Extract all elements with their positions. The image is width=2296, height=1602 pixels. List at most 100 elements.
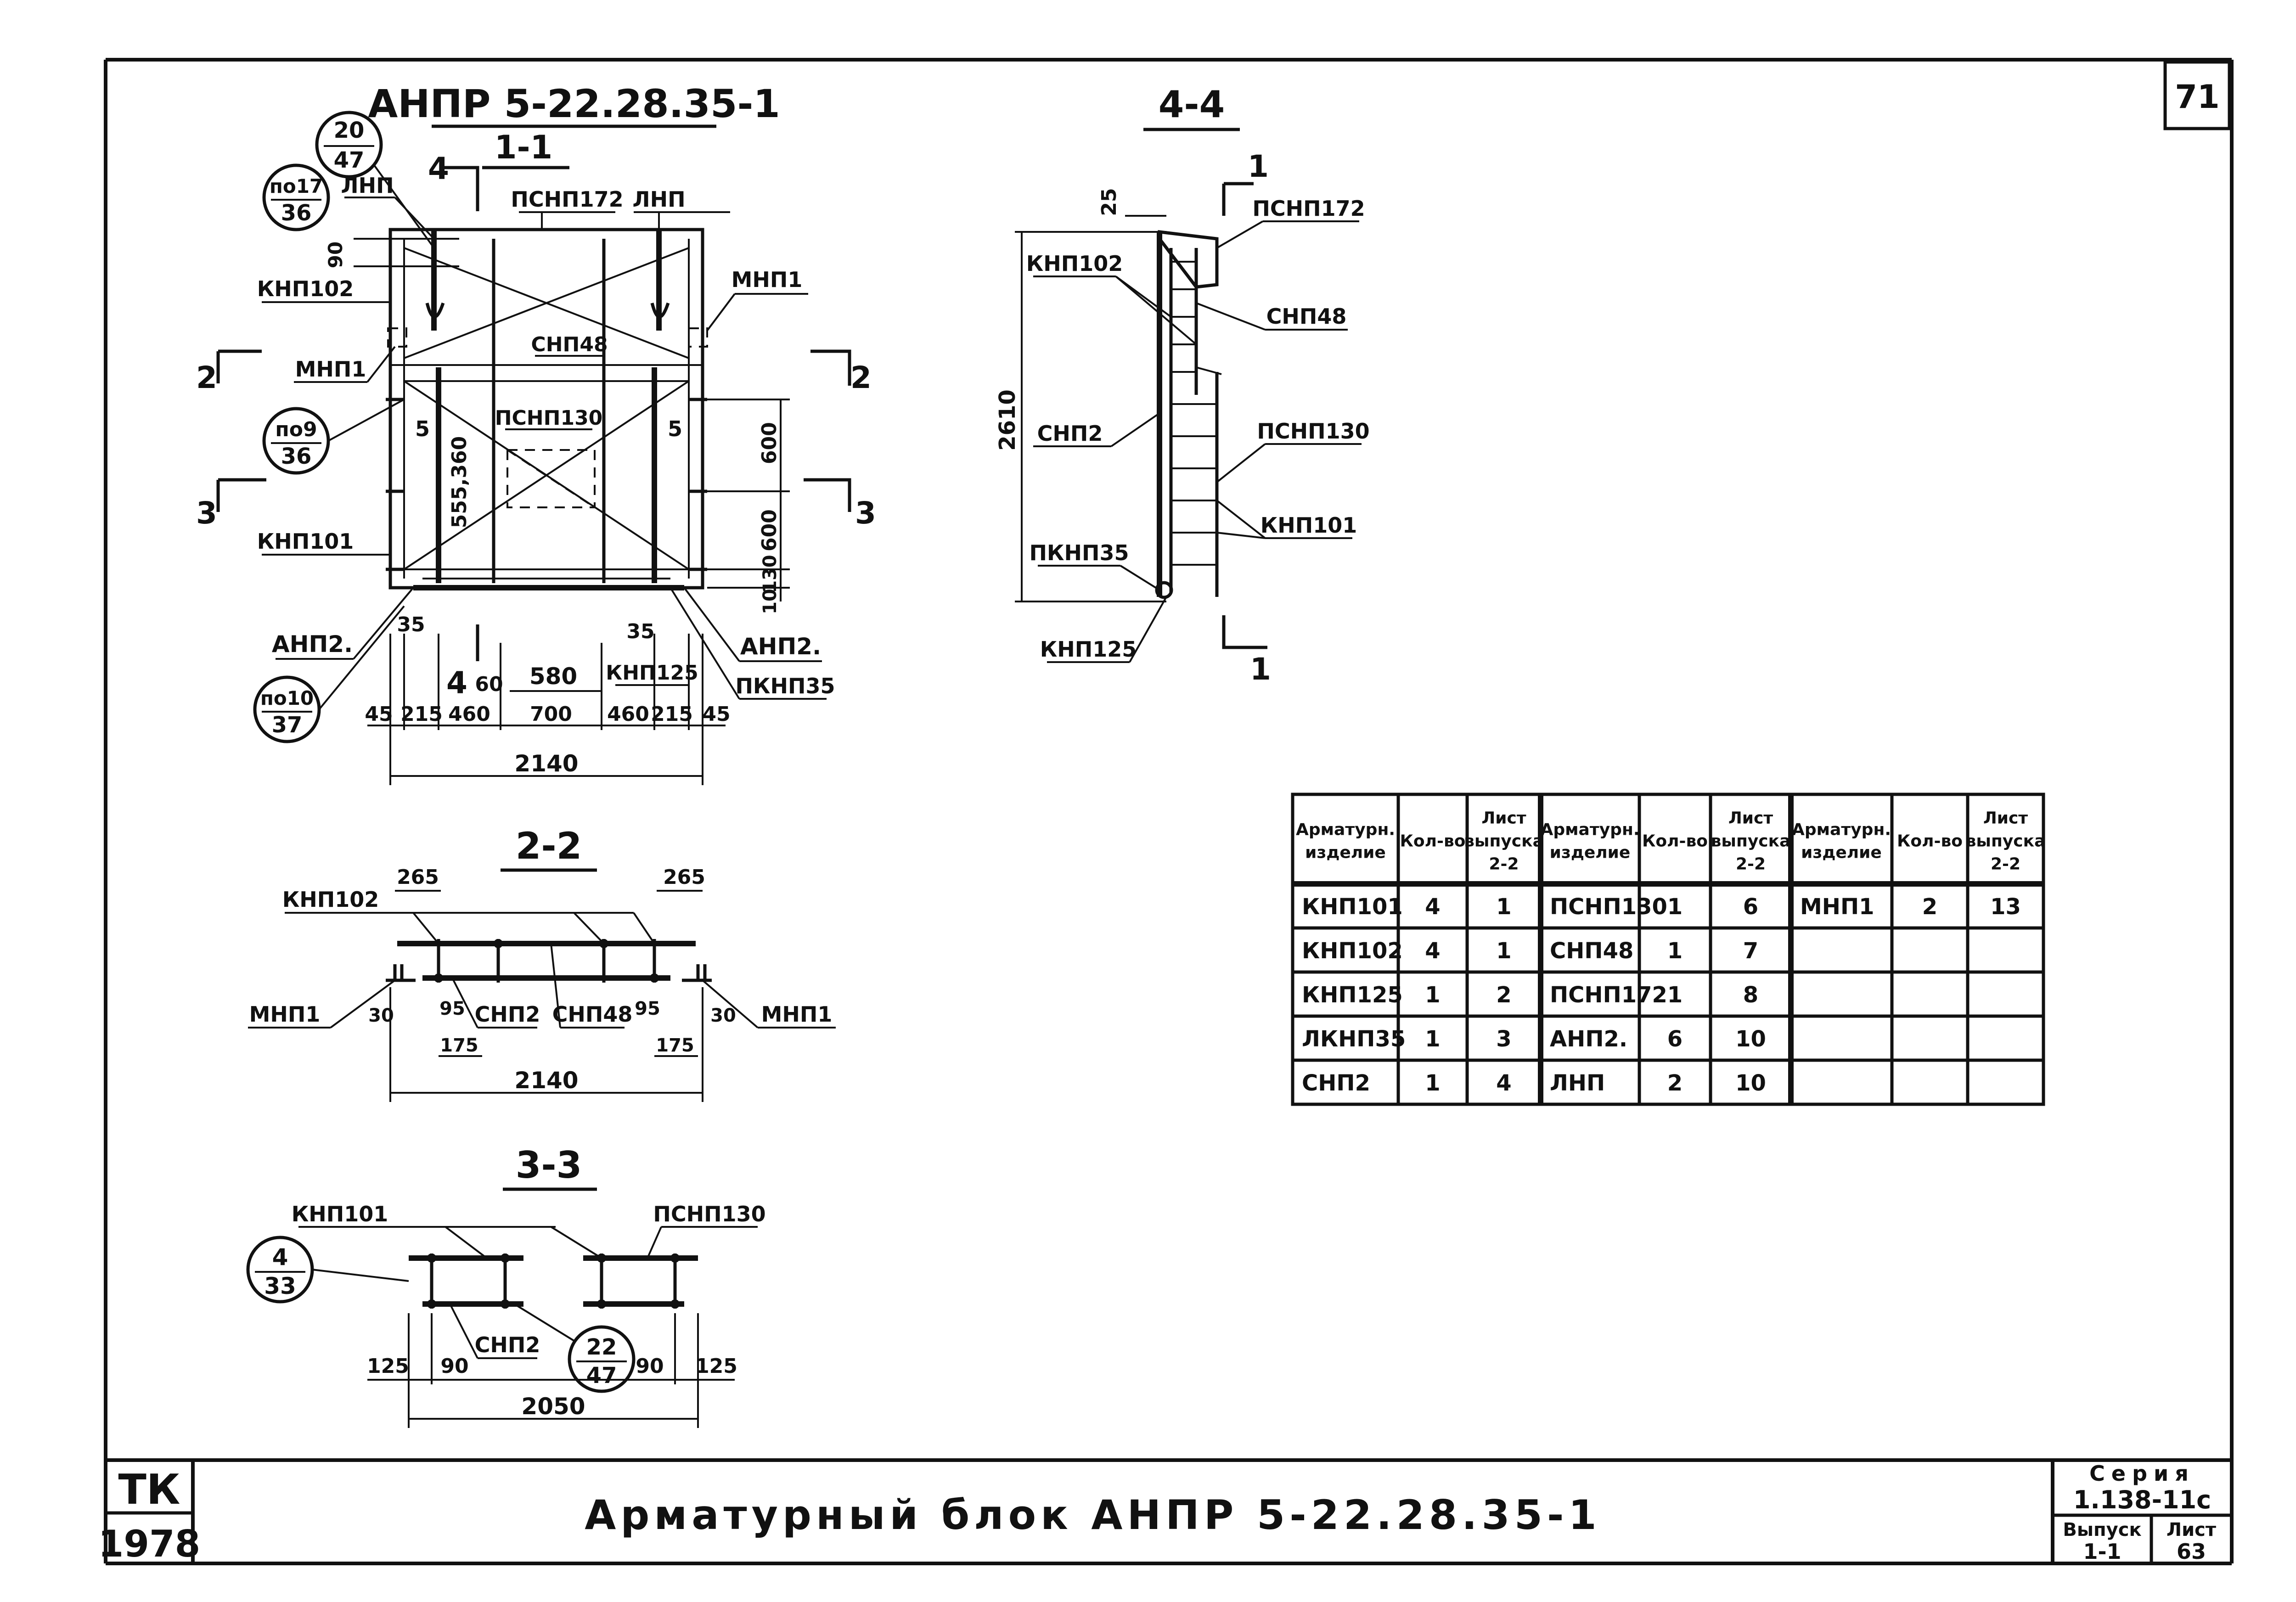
section-2-2-title: 2-2 [516,825,582,867]
table-cell: КНП102 [1302,938,1403,964]
year: 1978 [98,1523,201,1565]
dim-460-left: 460 [448,703,490,726]
label-mnp1-right-11: МНП1 [732,267,803,292]
series-value: 1.138-11с [2073,1485,2211,1514]
dim-60: 60 [475,673,503,696]
label-knp101-33: КНП101 [292,1202,388,1226]
sheet-label: Лист [2167,1519,2217,1540]
dim-2140-22: 2140 [514,1067,578,1094]
table-cell: 1 [1667,938,1683,964]
table-cell: 1 [1425,1026,1440,1052]
label-snp2-22: СНП2 [475,1002,540,1027]
callout-20-47: 20 47 [315,111,435,249]
callout-4-33: 4 33 [246,1236,409,1304]
table-header-cell: Кол-во [1642,832,1708,851]
table-header-cell: Лист [1728,809,1773,828]
svg-text:22: 22 [586,1334,617,1360]
cut-4-top: 4 [428,151,449,186]
label-anp2-right: АНП2. [740,633,821,660]
table-header-cell: Кол-во [1400,832,1466,851]
section-1-1-title: 1-1 [495,129,552,166]
svg-text:по10: по10 [260,687,314,709]
dim-10: 10 [760,589,781,614]
view-1-1: АНПР 5-22.28.35-1 1-1 [196,81,876,785]
view-2-2: 2-2 КНП102 МНП1 МНП1 СНП2 СНП48 [248,825,836,1102]
label-snp2-33: СНП2 [475,1332,540,1357]
cut-2-left: 2 [196,360,217,395]
table-cell: 1 [1425,982,1440,1008]
specification-table: Арматурн. изделие Кол-во Лист выпуска 2-2 Арма… [1291,793,2045,1106]
view-3-3: 3-3 КНП101 ПСНП130 СНП2 [246,1144,766,1428]
table-cell: ЛКНП35 [1302,1026,1406,1052]
table-cell: 2 [1496,982,1511,1008]
callout-po17-36: по17 36 [262,163,330,231]
table-cell: 2 [1922,894,1937,920]
table-header-cell: изделие [1550,843,1631,862]
sheet-value: 63 [2177,1539,2206,1564]
dim-700: 700 [530,703,572,726]
dim-265-left: 265 [397,866,439,889]
table-cell: 2 [1667,1070,1683,1096]
callout-po9-36: по9 36 [262,399,405,475]
table-header-cell: Лист [1481,809,1526,828]
label-knp102-11: КНП102 [257,276,354,301]
table-header-cell: изделие [1305,843,1386,862]
dim-5-left: 5 [415,416,430,441]
dim-2140-11: 2140 [514,750,578,777]
callout-22-47: 22 47 [513,1303,636,1393]
dim-95-right: 95 [635,998,660,1019]
table-cell: 1 [1496,894,1511,920]
svg-text:47: 47 [586,1363,617,1388]
label-knp101-44: КНП101 [1261,513,1357,538]
dim-555: 555,360 [448,436,471,528]
cut-3-right: 3 [855,495,876,531]
table-header-cell: Арматурн. [1792,821,1891,839]
table-cell: 4 [1425,938,1440,964]
table-cell: ПСНП130 [1550,894,1667,920]
table-header-cell: Арматурн. [1541,821,1640,839]
drawing-title: Арматурный блок АНПР 5-22.28.35-1 [585,1491,1601,1539]
svg-text:20: 20 [334,118,365,143]
table-cell: 1 [1425,1070,1440,1096]
label-psnp172-44: ПСНП172 [1252,196,1365,221]
sheet-number: 71 [2175,78,2219,116]
dim-35-right: 35 [626,620,654,643]
table-header-cell: выпуска [1464,832,1544,851]
table-cell: СНП48 [1550,938,1633,964]
label-psnp130-11: ПСНП130 [495,406,603,430]
table-cell: ПСНП172 [1550,982,1667,1008]
dim-2610: 2610 [995,389,1020,451]
series-label: Серия [2089,1461,2195,1486]
svg-text:по17: по17 [270,175,323,197]
dim-215-left: 215 [400,703,443,726]
dim-265-right: 265 [663,866,705,889]
table-cell: СНП2 [1302,1070,1370,1096]
cut-3-left: 3 [196,495,217,531]
table-cell: ЛНП [1550,1070,1605,1096]
label-mnp1-22-left: МНП1 [249,1002,321,1027]
label-knp102-22: КНП102 [282,887,379,912]
dim-45-left: 45 [365,703,393,726]
cut-1-bottom: 1 [1250,652,1271,687]
table-header-cell: 2-2 [1736,855,1766,874]
callout-po10-37: по10 37 [253,605,405,743]
dim-600-a: 600 [758,422,781,464]
dim-90-right: 90 [636,1355,664,1378]
section-4-4-title: 4-4 [1159,83,1225,126]
table-cell: 10 [1735,1026,1766,1052]
dim-90: 90 [324,242,347,268]
dim-130: 130 [760,555,781,593]
dim-35-left: 35 [397,613,425,636]
svg-text:36: 36 [281,444,312,469]
svg-text:37: 37 [272,712,303,738]
table-header-cell: выпуска [1711,832,1791,851]
svg-text:33: 33 [264,1273,296,1299]
table-cell: 7 [1743,938,1758,964]
table-cell: 4 [1425,894,1440,920]
dim-95-left: 95 [439,998,465,1019]
issue-label: Выпуск [2063,1519,2141,1540]
table-cell: 10 [1735,1070,1766,1096]
label-knp102-44: КНП102 [1026,251,1123,276]
label-knp125-11: КНП125 [606,661,698,685]
